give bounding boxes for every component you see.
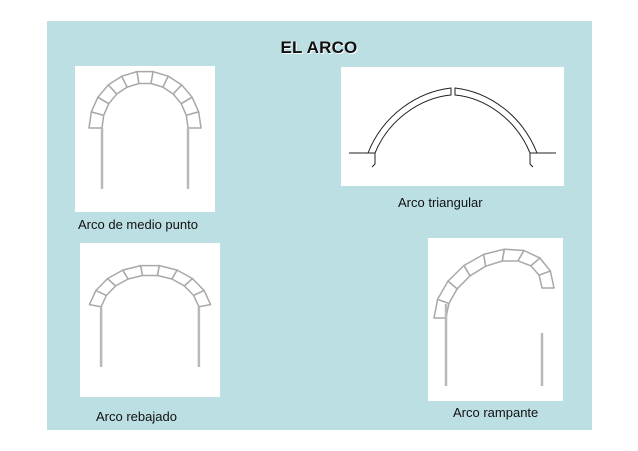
arch-rampante-drawing [433,248,555,386]
voussoir [538,270,555,289]
voussoir [136,70,154,85]
voussoir [185,111,202,129]
semicircular-arch [88,70,202,189]
arch-panel-triangular [341,67,564,186]
right-impost [529,152,556,168]
voussoir [192,289,212,308]
arch-medio-punto-drawing [88,70,202,189]
voussoir [482,248,506,267]
arch-left-voussoir [367,87,452,154]
arch-panel-rampante [428,238,563,401]
segmental-arch [88,264,212,367]
arch-panel-medio-punto [75,66,215,212]
arch-right-voussoir [454,87,538,154]
caption-rebajado: Arco rebajado [96,409,177,424]
arch-panel-rebajado [80,243,220,397]
voussoir [139,264,161,277]
page-title: EL ARCO [280,38,358,57]
arch-rebajado-drawing [88,264,212,367]
caption-rampante: Arco rampante [453,405,539,420]
caption-triangular: Arco triangular [398,195,483,210]
triangular-arch [349,87,556,168]
caption-medio-punto: Arco de medio punto [78,217,198,232]
left-impost [349,152,376,168]
arch-triangular-drawing [349,87,556,168]
rampant-arch [433,248,555,386]
